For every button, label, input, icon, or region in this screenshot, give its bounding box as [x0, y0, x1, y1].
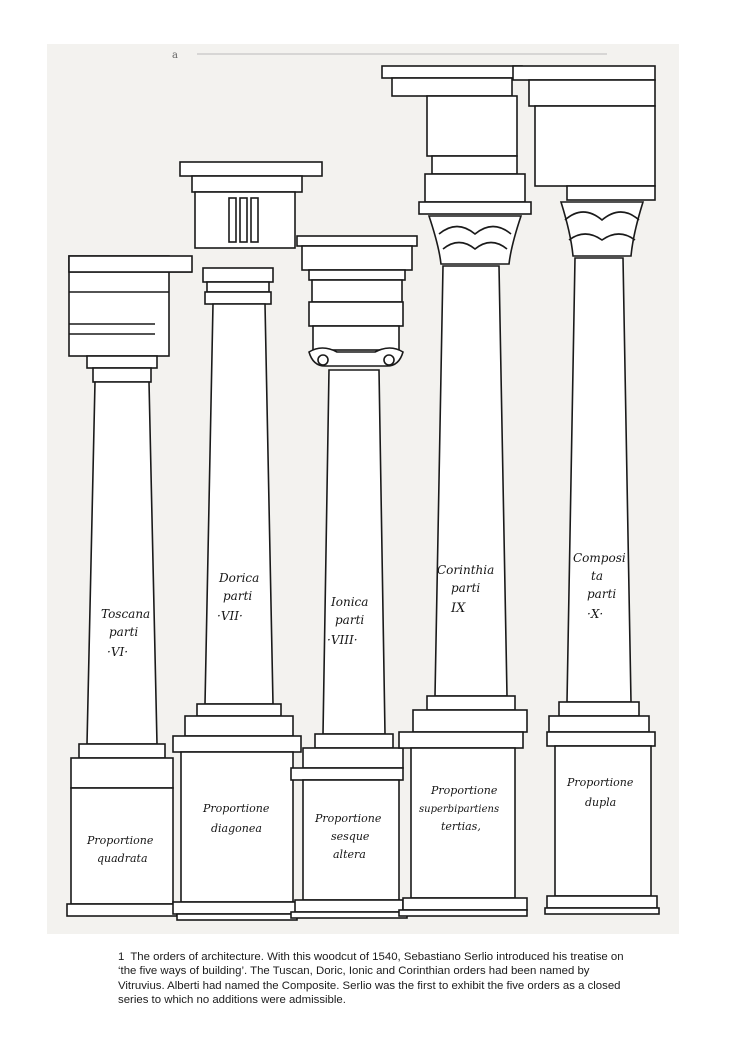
column-corinthian	[381, 65, 532, 917]
tuscan-proportion-2: quadrata	[97, 852, 148, 865]
corinthian-proportion-1: Proportione	[430, 784, 498, 797]
column-tuscan	[66, 255, 193, 917]
composite-number-label: ·X·	[587, 607, 603, 621]
doric-number-label: ·VII·	[217, 609, 243, 623]
composite-proportion-2: dupla	[585, 796, 616, 809]
doric-parts-label: parti	[223, 589, 252, 603]
ionic-proportion-2: sesque	[331, 830, 370, 843]
ionic-proportion-1: Proportione	[314, 812, 382, 825]
composite-proportion-1: Proportione	[566, 776, 634, 789]
woodcut-figure: a	[47, 44, 679, 934]
doric-proportion-2: diagonea	[211, 822, 262, 835]
doric-order-label: Dorica	[218, 571, 259, 585]
tuscan-parts-label: parti	[109, 625, 138, 639]
tuscan-order-label: Toscana	[101, 607, 150, 621]
column-composite	[512, 65, 660, 915]
ionic-parts-label: parti	[335, 613, 364, 627]
corinthian-number-label: IX	[450, 601, 466, 616]
header-mark: a	[172, 50, 178, 61]
corinthian-parts-label: parti	[451, 581, 480, 595]
corinthian-order-label: Corinthia	[437, 563, 494, 577]
tuscan-number-label: ·VI·	[107, 645, 128, 659]
corinthian-proportion-2: superbipartiens	[419, 804, 499, 815]
column-ionic	[290, 235, 418, 919]
tuscan-proportion-1: Proportione	[86, 834, 154, 847]
caption-number: 1	[118, 951, 125, 963]
ionic-order-label: Ionica	[330, 595, 368, 609]
composite-order-label-2: ta	[591, 569, 603, 583]
column-doric	[172, 161, 323, 921]
caption-text: The orders of architecture. With this wo…	[118, 951, 624, 1007]
ionic-proportion-3: altera	[333, 848, 366, 861]
composite-parts-label: parti	[587, 587, 616, 601]
doric-proportion-1: Proportione	[202, 802, 270, 815]
corinthian-proportion-3: tertias,	[441, 820, 481, 833]
ionic-number-label: ·VIII·	[327, 633, 358, 647]
composite-order-label: Composi	[573, 551, 626, 565]
column-labels: Toscana parti ·VI· Proportione quadrata …	[86, 551, 634, 865]
